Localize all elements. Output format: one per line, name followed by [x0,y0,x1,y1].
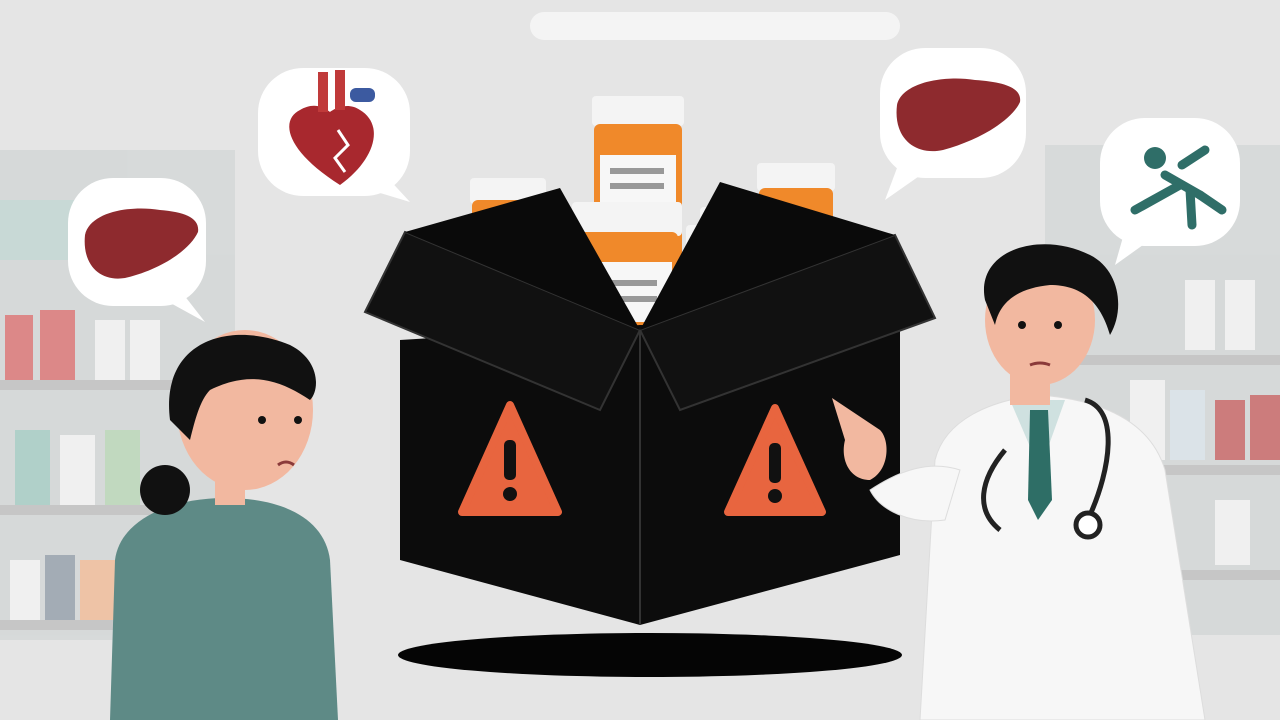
liver-icon [84,208,199,279]
falling-person-icon [1130,145,1227,230]
heart-bubble [258,68,410,202]
warning-icon [458,401,562,516]
heart-icon [289,70,375,185]
stethoscope-icon [1073,510,1103,540]
liver-bubble-right [880,48,1026,200]
fall-bubble [1100,118,1240,265]
ceiling-light [530,12,900,40]
warning-icon [724,404,826,516]
doctor [832,244,1206,720]
patient [110,330,338,720]
liver-icon [896,78,1021,152]
box-shadow [398,633,902,677]
liver-bubble-left [68,178,206,322]
